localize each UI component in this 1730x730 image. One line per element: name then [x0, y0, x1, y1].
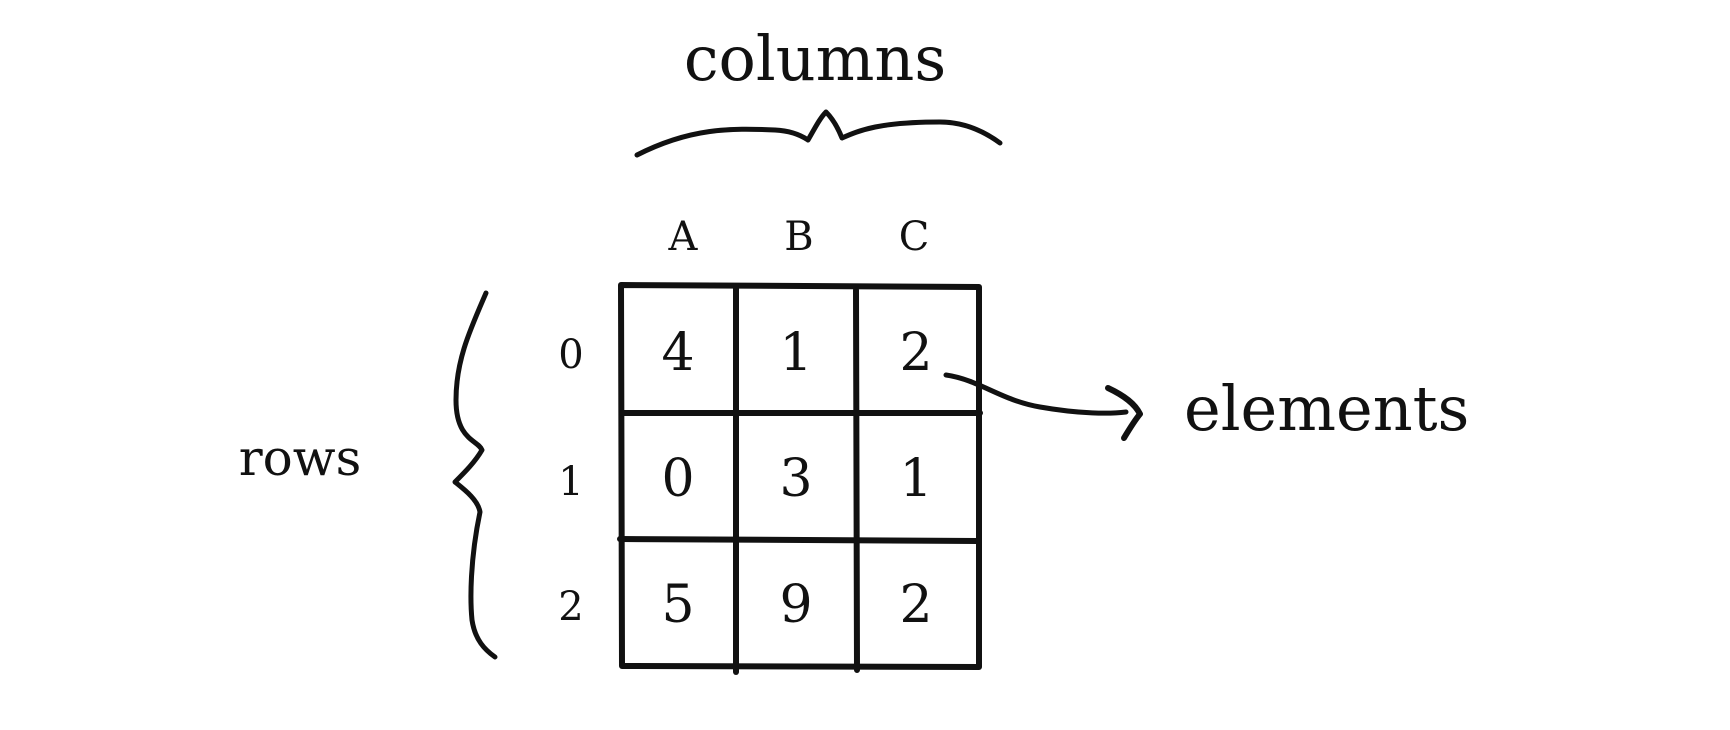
cell-2-c: 2: [899, 575, 932, 635]
elements-label: elements: [1184, 372, 1469, 445]
rows-label: rows: [239, 429, 361, 487]
cell-2-a: 5: [661, 575, 694, 635]
row-header-2: 2: [558, 584, 583, 630]
column-header-c: C: [899, 214, 930, 260]
column-header-b: B: [784, 214, 813, 260]
rows-brace: [452, 290, 498, 660]
columns-label: columns: [684, 22, 946, 95]
cell-2-b: 9: [779, 575, 812, 635]
data-grid: [617, 282, 983, 675]
cell-1-b: 3: [779, 449, 812, 509]
elements-arrow-head: [1105, 385, 1143, 441]
elements-arrow: [943, 372, 1129, 416]
cell-1-c: 1: [899, 449, 932, 509]
cell-0-a: 4: [661, 323, 694, 383]
row-header-1: 1: [558, 459, 583, 505]
column-header-a: A: [668, 214, 699, 260]
cell-0-b: 1: [779, 323, 812, 383]
grid-line-horizontal-2: [617, 536, 980, 544]
cell-0-c: 2: [899, 323, 932, 383]
grid-line-vertical-2: [853, 287, 860, 673]
row-header-0: 0: [558, 332, 583, 378]
cell-1-a: 0: [661, 449, 694, 509]
columns-brace: [634, 109, 1003, 158]
